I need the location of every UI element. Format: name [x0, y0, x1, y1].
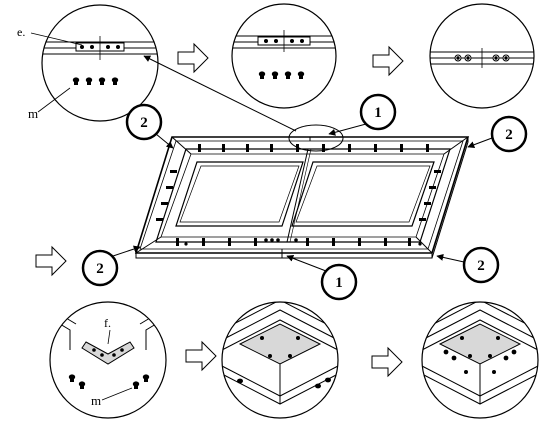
- svg-text:2: 2: [505, 127, 513, 143]
- callout-2-bottom-right: 2: [436, 246, 500, 284]
- screw-set-top-1: [72, 77, 119, 85]
- callout-2-top-left: 2: [125, 103, 174, 149]
- svg-text:1: 1: [335, 275, 343, 291]
- detail-circle-bottom-2: [221, 301, 339, 419]
- window-frame-assembly: [134, 136, 470, 259]
- corner-bracket: [81, 341, 135, 365]
- screw-set-top-2: [258, 71, 305, 79]
- process-arrow-icon: [35, 245, 67, 277]
- process-arrow-icon: [185, 340, 217, 372]
- callout-2-top-right: 2: [467, 115, 528, 153]
- svg-text:2: 2: [96, 261, 104, 277]
- screw-label-e: e.: [17, 25, 25, 39]
- callout-2-bottom-left: 2: [81, 245, 141, 287]
- svg-text:1: 1: [374, 105, 382, 121]
- leader-arrow-icon: [143, 55, 297, 132]
- detail-circle-top-2: [231, 3, 337, 109]
- svg-text:2: 2: [140, 115, 148, 131]
- hardware-label-m-bottom: m: [91, 393, 101, 408]
- callout-1-top: 1: [328, 93, 397, 136]
- hardware-label-m-top: m: [28, 106, 38, 121]
- joint-highlight: [288, 124, 344, 152]
- process-arrow-icon: [177, 42, 209, 74]
- bracket-label-f: f.: [104, 316, 111, 330]
- detail-circle-bottom-3: [421, 301, 539, 419]
- callout-1-bottom: 1: [286, 254, 358, 301]
- process-arrow-icon: [372, 45, 404, 77]
- process-arrow-icon: [371, 346, 403, 378]
- svg-text:2: 2: [477, 258, 485, 274]
- detail-circle-top-1: [41, 4, 159, 122]
- frame-clips: [156, 144, 441, 246]
- detail-circle-top-3: [429, 3, 535, 109]
- detail-circle-bottom-1: [49, 301, 167, 419]
- screw-set-bottom-1: [68, 374, 150, 389]
